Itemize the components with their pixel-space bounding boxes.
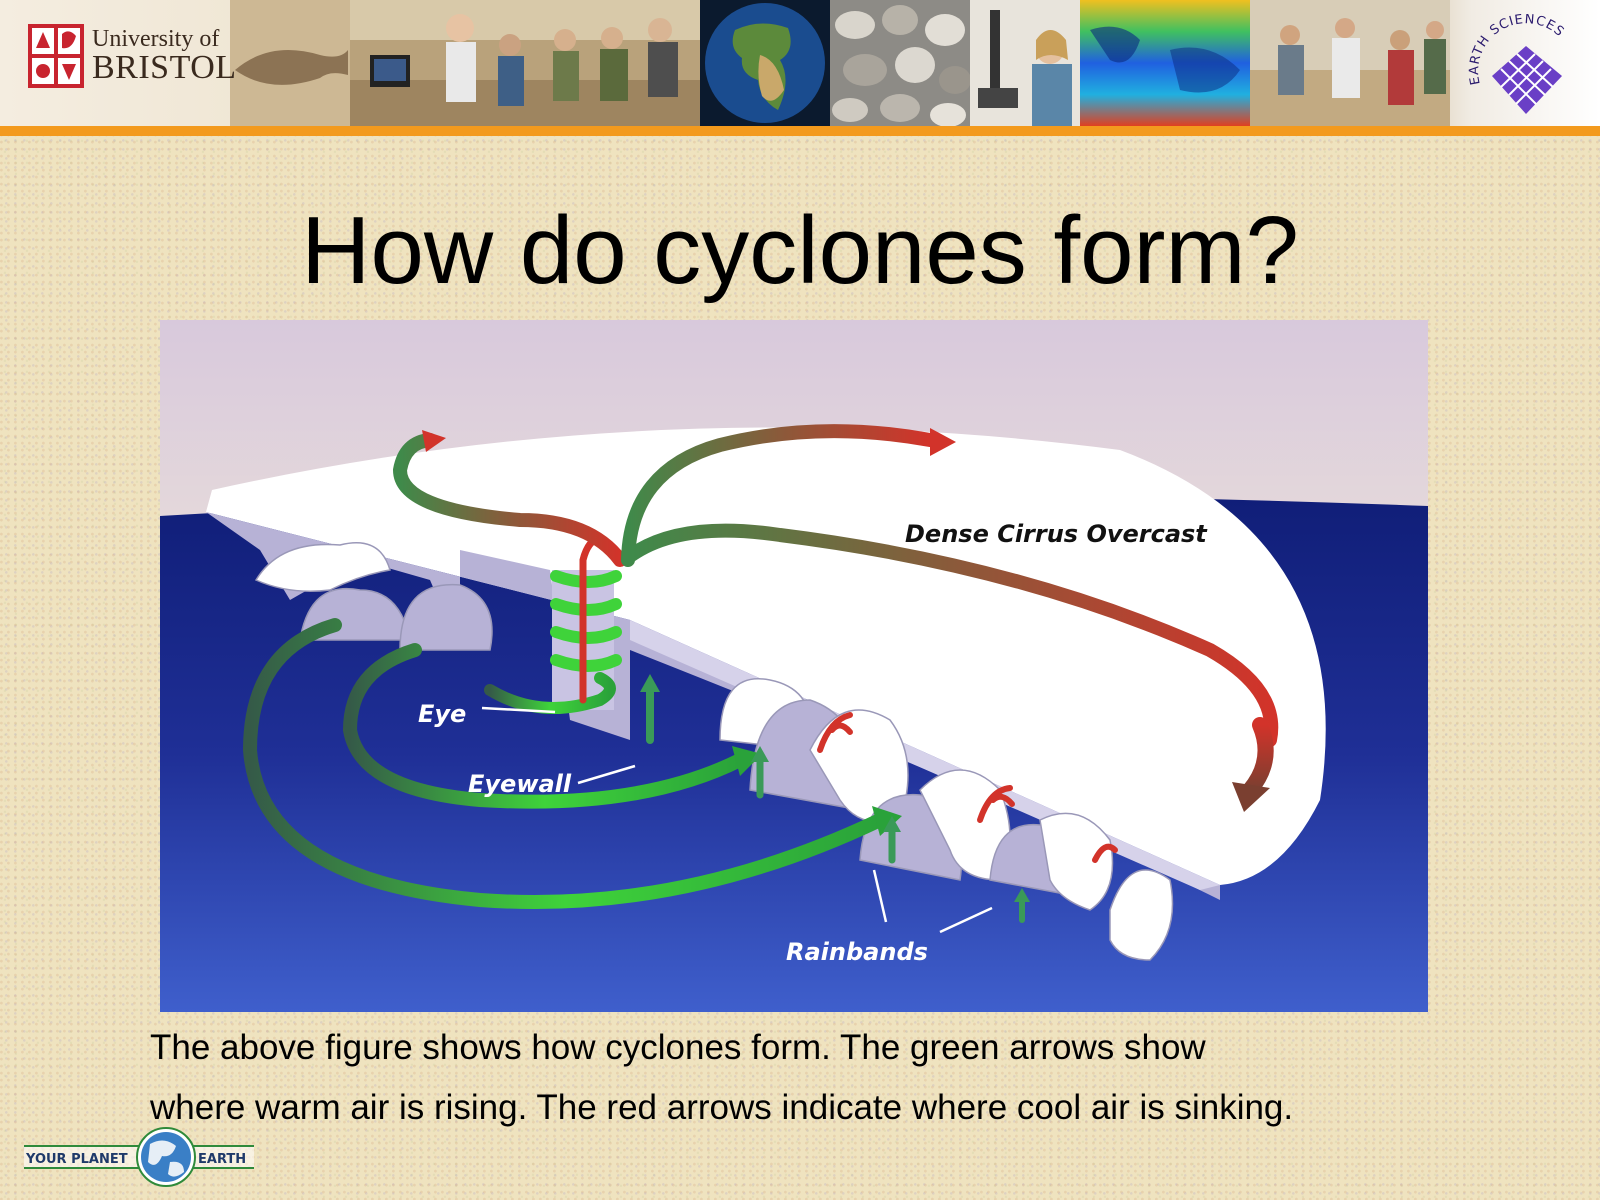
photo-microscope xyxy=(970,0,1080,126)
earth-sciences-logo[interactable]: EARTH SCIENCES xyxy=(1466,14,1586,122)
header-stripe xyxy=(0,126,1600,136)
crest-icon xyxy=(28,24,84,88)
photo-students-laptop xyxy=(350,0,700,126)
photo-pebbles xyxy=(830,0,970,126)
figure-caption: The above figure shows how cyclones form… xyxy=(150,1018,1570,1138)
university-line2: BRISTOL xyxy=(92,49,237,86)
your-planet-earth-logo[interactable]: YOUR PLANET EARTH xyxy=(24,1126,254,1188)
university-line1: University of xyxy=(92,26,220,52)
logo-text-your-planet: YOUR PLANET xyxy=(25,1152,128,1167)
logo-text-earth: EARTH xyxy=(198,1152,246,1167)
photo-fossil xyxy=(230,0,350,126)
label-dense-cirrus-overcast: Dense Cirrus Overcast xyxy=(905,520,1208,548)
label-leaders xyxy=(481,706,993,934)
university-logo[interactable]: University of BRISTOL xyxy=(28,24,237,88)
label-eye: Eye xyxy=(418,700,466,728)
photo-globe xyxy=(700,0,830,126)
caption-line-2: where warm air is rising. The red arrows… xyxy=(150,1088,1294,1127)
cyclone-diagram: Dense Cirrus Overcast Eye Eyewall Rainba… xyxy=(160,320,1428,1012)
globe-grid-icon xyxy=(1492,46,1562,114)
outflow-arrows xyxy=(392,424,1279,812)
caption-line-1: The above figure shows how cyclones form… xyxy=(150,1028,1206,1067)
label-rainbands: Rainbands xyxy=(786,938,928,966)
photo-field-trip xyxy=(1250,0,1450,126)
university-wordmark: University of BRISTOL xyxy=(92,27,237,85)
photo-climate-map xyxy=(1080,0,1250,126)
label-eyewall: Eyewall xyxy=(468,770,572,798)
rainband-clouds xyxy=(254,542,1174,961)
header-banner: University of BRISTOL EARTH SCIENCES xyxy=(0,0,1600,126)
inflow-arrows xyxy=(242,618,1118,923)
globe-icon xyxy=(136,1127,196,1187)
slide-title: How do cyclones form? xyxy=(301,197,1299,304)
